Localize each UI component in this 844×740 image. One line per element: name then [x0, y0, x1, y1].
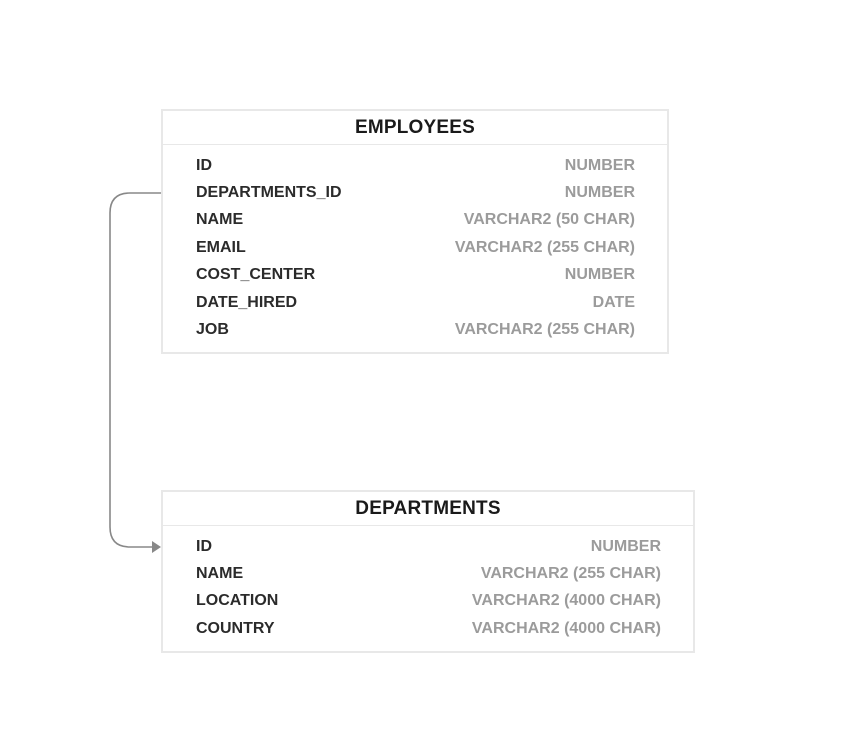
- column-name: LOCATION: [196, 592, 279, 610]
- column-name: COUNTRY: [196, 619, 275, 637]
- column-type: VARCHAR2 (255 CHAR): [454, 238, 635, 256]
- column-row[interactable]: NAME VARCHAR2 (255 CHAR): [163, 560, 693, 587]
- column-type: VARCHAR2 (255 CHAR): [480, 565, 661, 583]
- column-name: COST_CENTER: [196, 266, 316, 284]
- column-name: EMAIL: [196, 238, 246, 256]
- column-row[interactable]: NAME VARCHAR2 (50 CHAR): [163, 207, 667, 234]
- column-name: ID: [196, 156, 212, 174]
- table-title: EMPLOYEES: [163, 111, 667, 145]
- table-title: DEPARTMENTS: [163, 492, 693, 526]
- employees-departments-link: [109, 192, 161, 548]
- column-name: ID: [196, 537, 212, 555]
- column-row[interactable]: EMAIL VARCHAR2 (255 CHAR): [163, 234, 667, 261]
- column-type: VARCHAR2 (4000 CHAR): [471, 619, 661, 637]
- departments-table[interactable]: DEPARTMENTS ID NUMBER NAME VARCHAR2 (255…: [161, 490, 695, 653]
- column-name: NAME: [196, 565, 244, 583]
- column-type: VARCHAR2 (255 CHAR): [454, 321, 635, 339]
- column-type: VARCHAR2 (50 CHAR): [463, 211, 635, 229]
- column-name: DEPARTMENTS_ID: [196, 184, 342, 202]
- column-row[interactable]: DATE_HIRED DATE: [163, 289, 667, 316]
- column-name: NAME: [196, 211, 244, 229]
- column-list: ID NUMBER DEPARTMENTS_ID NUMBER NAME VAR…: [163, 145, 667, 344]
- column-row[interactable]: COST_CENTER NUMBER: [163, 262, 667, 289]
- column-list: ID NUMBER NAME VARCHAR2 (255 CHAR) LOCAT…: [163, 526, 693, 643]
- column-name: DATE_HIRED: [196, 293, 298, 311]
- column-type: NUMBER: [590, 537, 661, 555]
- column-row[interactable]: JOB VARCHAR2 (255 CHAR): [163, 316, 667, 343]
- column-name: JOB: [196, 321, 229, 339]
- column-row[interactable]: COUNTRY VARCHAR2 (4000 CHAR): [163, 615, 693, 642]
- column-row[interactable]: ID NUMBER: [163, 152, 667, 179]
- column-row[interactable]: ID NUMBER: [163, 533, 693, 560]
- arrowhead-icon: [152, 541, 161, 553]
- column-type: NUMBER: [564, 156, 635, 174]
- column-type: DATE: [592, 293, 635, 311]
- column-type: NUMBER: [564, 266, 635, 284]
- employees-table[interactable]: EMPLOYEES ID NUMBER DEPARTMENTS_ID NUMBE…: [161, 109, 669, 354]
- column-row[interactable]: DEPARTMENTS_ID NUMBER: [163, 179, 667, 206]
- column-row[interactable]: LOCATION VARCHAR2 (4000 CHAR): [163, 588, 693, 615]
- column-type: NUMBER: [564, 184, 635, 202]
- column-type: VARCHAR2 (4000 CHAR): [471, 592, 661, 610]
